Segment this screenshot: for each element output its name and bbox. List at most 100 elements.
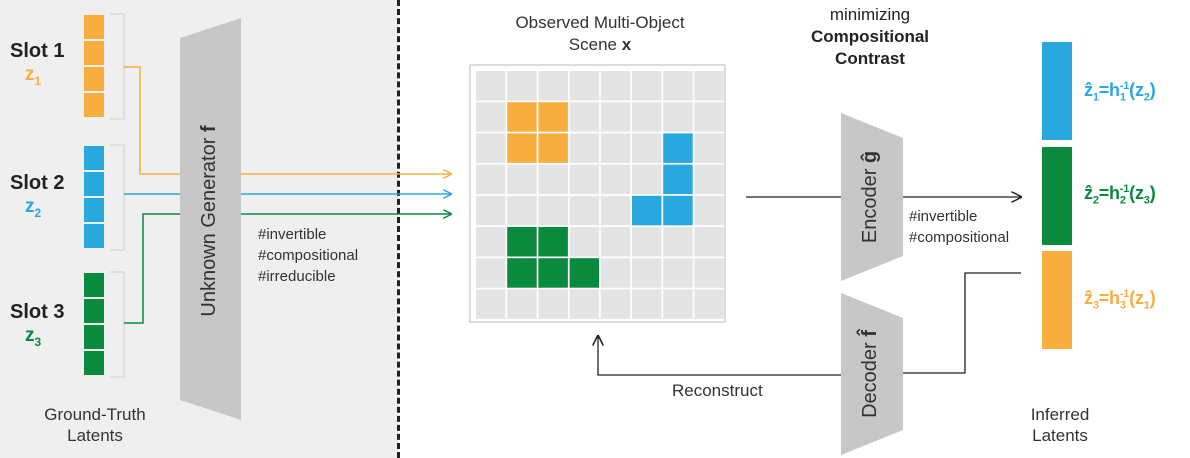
- scene-title-line2: Scene x: [568, 35, 632, 54]
- latents-to-decoder-line: [903, 272, 1021, 374]
- slot-1-bracket: [110, 13, 125, 120]
- ground-truth-slot-stacks: [84, 13, 125, 378]
- slot-2-cell: [84, 198, 104, 222]
- ground-truth-caption-line2: Latents: [67, 426, 123, 445]
- scene-cell-blue: [632, 195, 662, 226]
- slot-1-cell: [84, 41, 104, 65]
- scene-cell-green: [569, 258, 600, 288]
- scene-cell-empty: [600, 164, 631, 195]
- inferred-caption: Inferred Latents: [1000, 404, 1120, 446]
- scene-cell-empty: [663, 102, 693, 132]
- slot-2-cell: [84, 172, 104, 196]
- scene-cell-empty: [476, 289, 506, 319]
- slot-3-bracket: [110, 271, 125, 378]
- encoder-property-compositional: #compositional: [909, 229, 1010, 246]
- slot-1-cell: [84, 93, 104, 117]
- objective-line1: minimizing: [829, 5, 911, 24]
- scene-cell-empty: [569, 289, 600, 319]
- slot1-latent-label: z1: [25, 64, 42, 88]
- slot-1-cell: [84, 67, 104, 91]
- scene-cell-empty: [569, 133, 600, 163]
- scene-cell-empty: [507, 195, 537, 226]
- slot-1-stack: [84, 13, 125, 120]
- encoder-label-text: Encoder: [859, 168, 881, 244]
- scene-cell-empty: [663, 227, 693, 257]
- scene-cell-orange: [507, 102, 537, 132]
- scene-cell-empty: [600, 133, 631, 163]
- slot-3-cell: [84, 351, 104, 375]
- slot2-latent-label: z2: [25, 196, 42, 220]
- slot-3-stack: [84, 271, 125, 378]
- dashed-divider: [397, 0, 400, 458]
- scene-cell-empty: [632, 227, 662, 257]
- scene-cell-empty: [476, 195, 506, 226]
- scene-cell-empty: [663, 289, 693, 319]
- scene-cell-empty: [694, 164, 724, 195]
- scene-cell-blue: [663, 133, 693, 163]
- scene-cell-empty: [632, 133, 662, 163]
- scene-cell-empty: [694, 71, 724, 101]
- scene-cell-blue: [663, 195, 693, 226]
- scene-cell-empty: [600, 227, 631, 257]
- scene-cell-empty: [538, 164, 568, 195]
- scene-symbol: x: [621, 35, 632, 54]
- reconstruct-arrow: [598, 336, 841, 376]
- inferred-bar-1: [1042, 42, 1072, 140]
- slot-2-cell: [84, 146, 104, 170]
- scene-cell-empty: [569, 227, 600, 257]
- inferred-equation-2: ẑ2=h2-1(z3): [1084, 183, 1156, 207]
- slot3-latent-label: z3: [25, 325, 42, 349]
- generator-symbol: f: [198, 125, 220, 133]
- slot-3-cell: [84, 299, 104, 323]
- scene-cell-green: [507, 227, 537, 257]
- scene-cell-empty: [569, 102, 600, 132]
- reconstruct-label: Reconstruct: [672, 381, 763, 400]
- generator-label: Unknown Generator f: [198, 106, 224, 336]
- encoder-property-invertible: #invertible: [909, 208, 978, 225]
- scene-cell-green: [538, 227, 568, 257]
- scene-cell-empty: [694, 133, 724, 163]
- scene-cell-empty: [694, 102, 724, 132]
- generator-property-irreducible: #irreducible: [258, 268, 336, 285]
- scene-cell-empty: [694, 227, 724, 257]
- scene-cell-empty: [476, 71, 506, 101]
- scene-cell-empty: [694, 289, 724, 319]
- inferred-bar-3: [1042, 251, 1072, 349]
- slot1-name: Slot 1: [10, 40, 65, 62]
- scene-cell-empty: [663, 258, 693, 288]
- decoder-label: Decoder f̂: [859, 314, 885, 434]
- scene-title-line1: Observed Multi-Object: [515, 13, 685, 32]
- scene-cell-empty: [476, 164, 506, 195]
- scene-cell-orange: [507, 133, 537, 163]
- inferred-latent-bars: [1042, 42, 1072, 349]
- slot-2-cell: [84, 224, 104, 248]
- decoder-label-text: Decoder: [859, 342, 881, 418]
- scene-cell-empty: [663, 71, 693, 101]
- scene-cell-orange: [538, 133, 568, 163]
- encoder-trapezoid: [841, 113, 903, 281]
- generator-property-invertible: #invertible: [258, 226, 327, 243]
- scene-cell-empty: [507, 71, 537, 101]
- ground-truth-caption: Ground-Truth Latents: [20, 404, 170, 446]
- encoder-properties: #invertible #compositional: [909, 206, 1009, 248]
- inferred-caption-line2: Latents: [1032, 426, 1088, 445]
- slot3-name: Slot 3: [10, 301, 65, 323]
- scene-cell-empty: [632, 71, 662, 101]
- scene-cell-empty: [632, 164, 662, 195]
- scene-cell-blue: [663, 164, 693, 195]
- inferred-equation-1: ẑ1=h1-1(z2): [1084, 80, 1156, 104]
- scene-cell-empty: [632, 102, 662, 132]
- scene-cell-empty: [507, 164, 537, 195]
- scene-cell-empty: [569, 164, 600, 195]
- scene-cell-empty: [600, 258, 631, 288]
- generator-label-text: Unknown Generator: [198, 137, 220, 317]
- objective-line3: Contrast: [835, 49, 905, 68]
- generator-property-compositional: #compositional: [258, 247, 359, 264]
- slot3-arrow: [124, 214, 451, 324]
- scene-cell-empty: [600, 195, 631, 226]
- scene-cell-empty: [569, 195, 600, 226]
- scene-cell-empty: [538, 195, 568, 226]
- scene-cell-empty: [600, 289, 631, 319]
